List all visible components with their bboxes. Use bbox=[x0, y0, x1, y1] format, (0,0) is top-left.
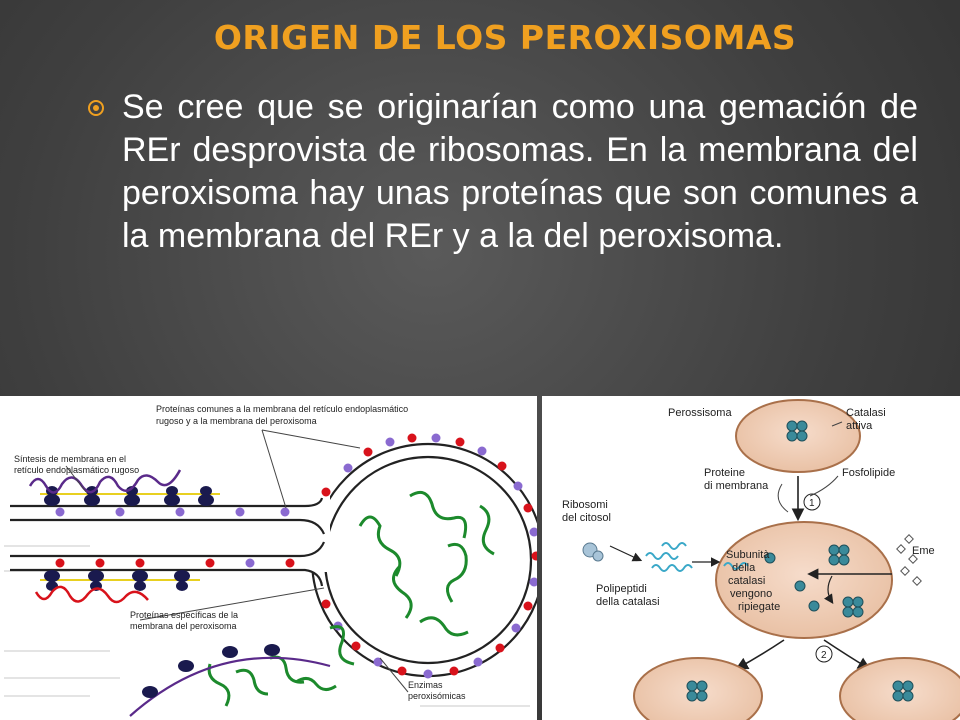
label-subunita-4: vengono bbox=[730, 588, 772, 600]
label-ribosomi-2: del citosol bbox=[562, 512, 611, 524]
bullet-circle-icon bbox=[88, 100, 104, 116]
label-polipeptidi-1: Polipeptidi bbox=[596, 583, 647, 595]
rer-peroxisome-diagram: Proteínas comunes a la membrana del retí… bbox=[4, 404, 537, 717]
ribosomes-upper bbox=[44, 486, 214, 506]
membrane-proteins bbox=[55, 433, 537, 679]
slide-title: ORIGEN DE LOS PEROXISOMAS bbox=[213, 18, 797, 57]
label-catalasi-2: attiva bbox=[846, 420, 873, 432]
catalase-polypeptides bbox=[645, 542, 693, 572]
left-figure-panel: Proteínas comunes a la membrana del retí… bbox=[0, 396, 537, 720]
cytosolic-ribosomes bbox=[582, 542, 604, 562]
label-perossisoma: Perossisoma bbox=[668, 407, 732, 419]
bullet-item: Se cree que se originarían como una gema… bbox=[88, 86, 918, 258]
label-subunita-5: ripiegate bbox=[738, 601, 780, 613]
label-eme: Eme bbox=[912, 545, 935, 557]
label-common-proteins-2: rugoso y a la membrana del peroxisoma bbox=[156, 416, 317, 426]
label-catalasi-1: Catalasi bbox=[846, 407, 886, 419]
right-figure-panel: 1 bbox=[542, 396, 960, 720]
bullet-text: Se cree que se originarían como una gema… bbox=[122, 88, 918, 255]
label-fosfolipide: Fosfolipide bbox=[842, 467, 895, 479]
label-specific-proteins-2: membrana del peroxisoma bbox=[130, 621, 237, 631]
heme-diamonds bbox=[896, 534, 922, 586]
label-common-proteins-1: Proteínas comunes a la membrana del retí… bbox=[156, 404, 408, 414]
peroxisome-inner-membrane bbox=[323, 455, 533, 665]
label-enzymes-2: peroxisómicas bbox=[408, 691, 466, 701]
step-1-label: 1 bbox=[809, 498, 815, 509]
label-subunita-2: della bbox=[732, 562, 756, 574]
peroxisome-biogenesis-diagram: 1 bbox=[562, 399, 960, 720]
label-membrane-synthesis-1: Síntesis de membrana en el bbox=[14, 454, 126, 464]
label-polipeptidi-2: della catalasi bbox=[596, 596, 660, 608]
label-proteine-2: di membrana bbox=[704, 480, 769, 492]
label-subunita-1: Subunità bbox=[726, 549, 770, 561]
label-specific-proteins-1: Proteínas específicas de la bbox=[130, 610, 238, 620]
active-catalase-icon bbox=[786, 420, 808, 442]
label-membrane-synthesis-2: retículo endoplasmático rugoso bbox=[14, 465, 139, 475]
label-proteine-1: Proteine bbox=[704, 467, 745, 479]
label-enzymes-1: Enzimas bbox=[408, 680, 443, 690]
step-2-label: 2 bbox=[821, 650, 827, 661]
label-subunita-3: catalasi bbox=[728, 575, 765, 587]
label-ribosomi-1: Ribosomi bbox=[562, 499, 608, 511]
